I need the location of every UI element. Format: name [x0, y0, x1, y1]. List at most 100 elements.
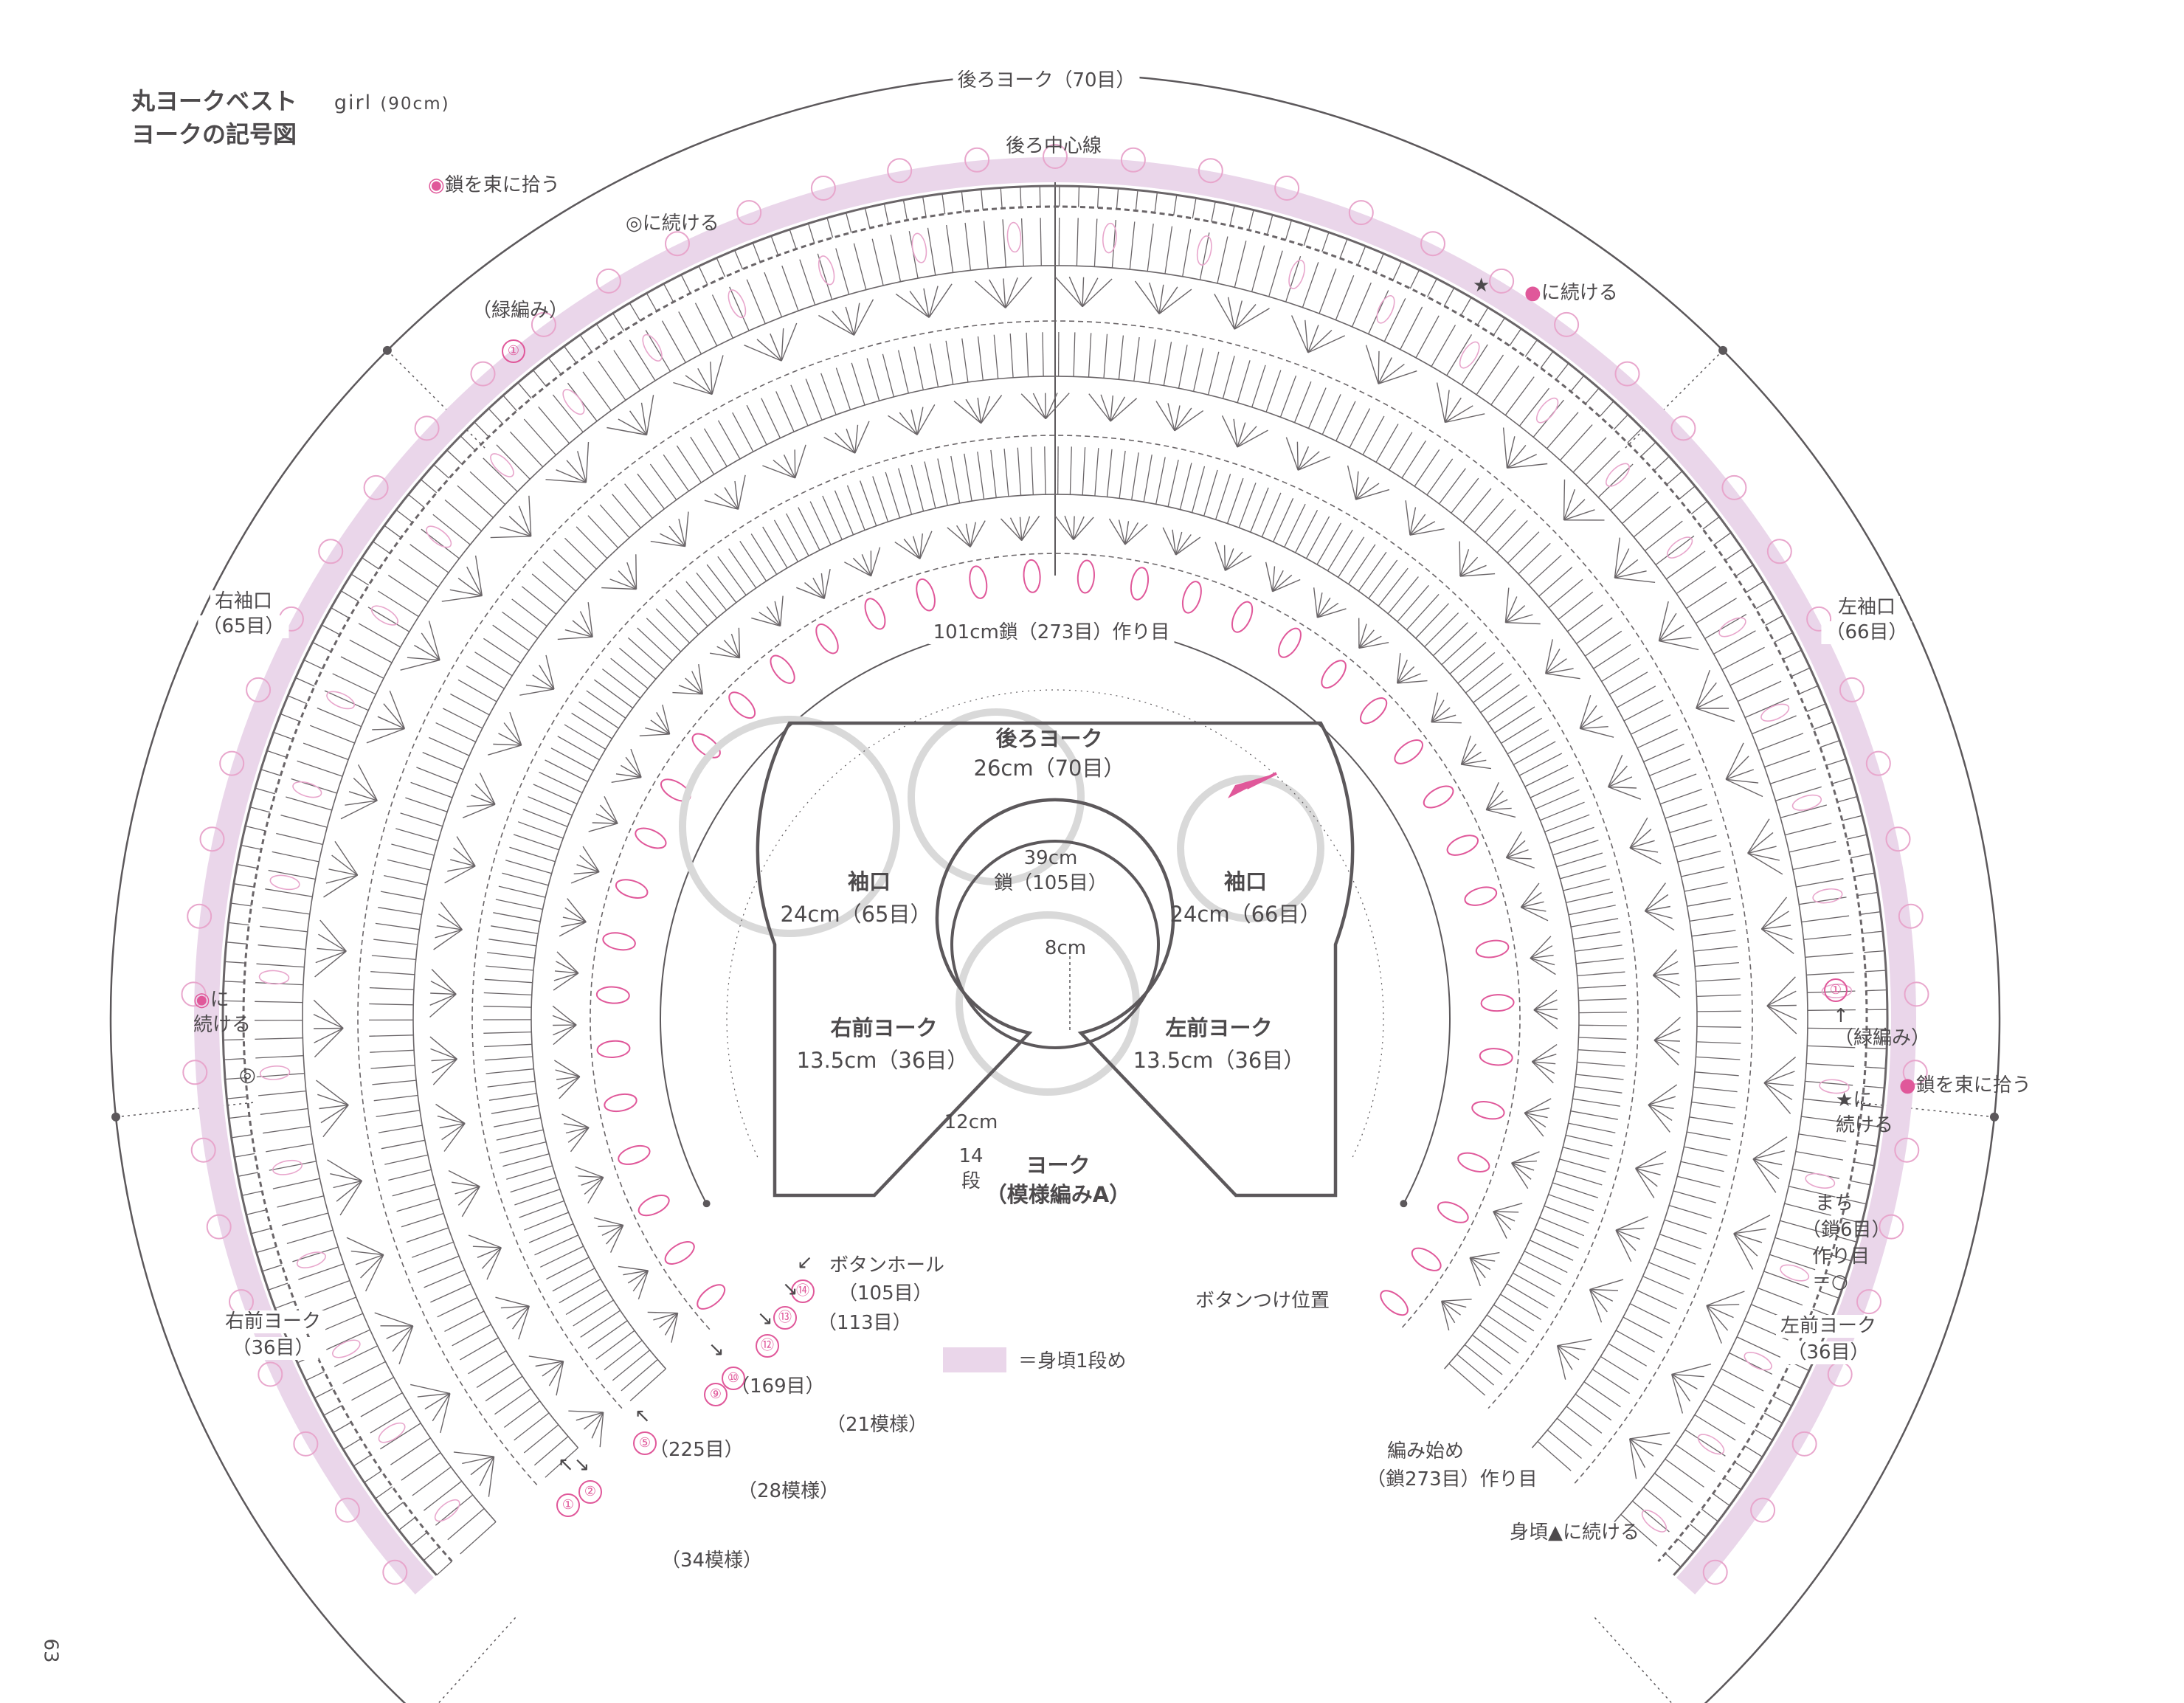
pink-circle-icon: ●: [1524, 282, 1541, 304]
row-2: ②: [577, 1480, 604, 1504]
left-cuff-count: （66目）: [1821, 621, 1912, 645]
arrow-icon-14: ↙: [797, 1251, 813, 1274]
double-circle-icon-2: ◎: [239, 1064, 256, 1086]
pick-up-left: ◉鎖を束に拾う: [428, 174, 560, 196]
star-icon: ★: [1473, 274, 1490, 297]
body-row-band: [194, 156, 1916, 1595]
left-front-count: （36目）: [1783, 1341, 1874, 1365]
schem-depth: 8cm: [1044, 937, 1087, 959]
foundation-chain-label: 101cm鎖（273目）作り目: [928, 621, 1175, 645]
schem-right-cuff: 袖口: [847, 869, 891, 894]
row-12: ⑫: [754, 1334, 781, 1358]
schem-neck-count: 鎖（105目）: [994, 872, 1107, 894]
schem-right-cuff-size: 24cm（65目）: [780, 902, 932, 927]
legend-text: ＝身頃1段め: [1018, 1350, 1127, 1372]
schem-height: 12cm: [944, 1111, 998, 1133]
left-front-label: 左前ヨーク: [1775, 1315, 1881, 1338]
schem-neck-size: 39cm: [1023, 847, 1078, 869]
gusset-label-2: （鎖6目）: [1802, 1219, 1891, 1241]
schem-back-yoke-size: 26cm（70目）: [973, 756, 1125, 781]
right-cuff-count: （65目）: [198, 615, 289, 639]
arrow-icon-12: ↘: [757, 1308, 773, 1330]
button-hole-label: ボタンホール: [829, 1254, 945, 1277]
side-petals: [258, 221, 1853, 1533]
start-label-2: （鎖273目）作り目: [1366, 1468, 1538, 1490]
page-number: 63: [39, 1638, 62, 1663]
circle-continue: ◉に: [193, 989, 229, 1011]
edging-left-label: （緑編み）: [472, 300, 569, 322]
yarn-watermark-2: [1177, 775, 1324, 922]
right-cuff-label: 右袖口: [210, 590, 277, 614]
stitch-ring-6: [531, 494, 1580, 1369]
gusset-label-1: まち: [1815, 1192, 1854, 1215]
yarn-watermark-1: [908, 708, 1085, 885]
shell-motifs: [313, 276, 1797, 1497]
row-one-left: ①: [500, 339, 527, 363]
stitch-ring-0: [221, 184, 1889, 1576]
schem-back-yoke: 後ろヨーク: [995, 726, 1103, 751]
pink-dot-icon: ◉: [428, 174, 445, 196]
button-hole-105: （105目）: [838, 1282, 933, 1305]
schem-rows-2: 段: [961, 1170, 981, 1192]
schem-rows-1: 14: [958, 1145, 984, 1167]
stitch-band: [181, 144, 1929, 1595]
pattern-34: （34模様）: [661, 1550, 763, 1572]
schem-left-front-size: 13.5cm（36目）: [1133, 1048, 1305, 1073]
pink-arrow-shaft: [1246, 772, 1277, 790]
legend-swatch: [943, 1347, 1006, 1372]
yarn-watermark-0: [679, 716, 900, 937]
schem-yoke: ヨーク: [1026, 1153, 1091, 1178]
row-1: ①: [555, 1493, 581, 1517]
schem-left-cuff-size: 24cm（66目）: [1169, 902, 1321, 927]
title-girl: girl: [334, 91, 373, 114]
leader-line-5: [1592, 1615, 1673, 1703]
edging-right-label: （緑編み）: [1834, 1027, 1931, 1049]
right-front-label: 右前ヨーク: [220, 1310, 326, 1334]
row-13: ⑬: [772, 1306, 798, 1330]
gusset-label-4: ＝○: [1812, 1271, 1848, 1293]
count-169: （169目）: [730, 1375, 825, 1398]
title-text: 丸ヨークベスト: [131, 87, 297, 115]
leader-line-2: [115, 1102, 256, 1118]
star-continue-right-2: 続ける: [1836, 1114, 1894, 1136]
star-continue: ●に続ける: [1524, 282, 1618, 304]
arrow-icon-2: ↖↘: [558, 1454, 590, 1476]
arrow-icon-10: ↘: [708, 1338, 725, 1361]
pink-dot-icon-2: ◉: [193, 989, 210, 1011]
button-hole-113: （113目）: [818, 1312, 912, 1334]
stitch-ring-2: [302, 265, 1808, 1523]
up-arrow-icon: ↑: [1833, 1005, 1849, 1027]
arrow-icon-13: ↘: [782, 1278, 798, 1300]
double-circle-icon: ◎: [626, 213, 643, 235]
row-10: ⑩: [720, 1367, 747, 1390]
schem-left-front: 左前ヨーク: [1165, 1015, 1273, 1040]
edging-scallops: [181, 144, 1929, 1585]
foundation-dot-1: [1400, 1200, 1408, 1208]
stitch-ring-7: [590, 553, 1521, 1330]
stitch-ticks: [222, 185, 1887, 1576]
row-14: ⑭: [789, 1279, 816, 1303]
star-continue-right: ★に: [1836, 1089, 1873, 1111]
schem-right-front-size: 13.5cm（36目）: [796, 1048, 969, 1073]
pick-up-right: ●鎖を束に拾う: [1899, 1074, 2031, 1096]
leader-line-4: [438, 1615, 518, 1703]
back-center-label: 後ろ中心線: [1005, 135, 1102, 157]
stitch-ring-3: [357, 320, 1753, 1485]
schem-right-front: 右前ヨーク: [830, 1015, 938, 1040]
schematic-neck: [950, 840, 1160, 1049]
gusset-label-3: 作り目: [1812, 1246, 1870, 1268]
foundation-dot-0: [702, 1200, 711, 1208]
button-position-label: ボタンつけ位置: [1195, 1290, 1330, 1312]
star-icon-2: ★: [1836, 1089, 1853, 1111]
stitch-ring-1: [242, 205, 1868, 1563]
start-label-1: 編み始め: [1387, 1440, 1465, 1462]
page-title: 丸ヨークベスト girl (90cm): [131, 87, 450, 115]
row-9: ⑨: [702, 1383, 729, 1406]
left-cuff-label: 左袖口: [1833, 596, 1901, 620]
edging-petals: [595, 559, 1515, 1316]
page-subtitle: ヨークの記号図: [131, 120, 297, 148]
pattern-21: （21模様）: [826, 1414, 928, 1436]
row-5: ⑤: [632, 1431, 658, 1455]
